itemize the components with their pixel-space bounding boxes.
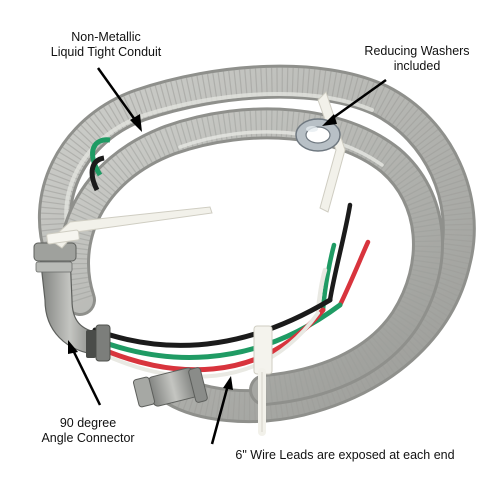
- leads-label-line1: 6" Wire Leads are exposed at each end: [235, 448, 455, 462]
- washers-label: Reducing Washers included: [352, 44, 482, 74]
- washers-label-line2: included: [393, 59, 441, 73]
- black-wire-back: [89, 155, 105, 192]
- washers-label-line1: Reducing Washers: [364, 44, 470, 58]
- angle-label-line1: 90 degree: [59, 416, 117, 430]
- angle-connector: [33, 242, 111, 362]
- angle-connector-label: 90 degree Angle Connector: [18, 416, 158, 446]
- reducing-washer: [295, 118, 341, 152]
- angle-label-line2: Angle Connector: [41, 431, 135, 445]
- wire-leads-label: 6" Wire Leads are exposed at each end: [210, 448, 480, 463]
- cable-ties: [46, 91, 346, 436]
- straight-connector: [132, 367, 208, 408]
- conduit-label: Non-Metallic Liquid Tight Conduit: [26, 30, 186, 60]
- wire-leads: [89, 202, 371, 379]
- conduit-label-line1: Non-Metallic: [71, 30, 141, 44]
- green-wire-back: [90, 137, 111, 177]
- annotation-arrows: [68, 67, 387, 445]
- conduit-inner-loop: [58, 107, 444, 406]
- conduit-label-line2: Liquid Tight Conduit: [50, 45, 162, 59]
